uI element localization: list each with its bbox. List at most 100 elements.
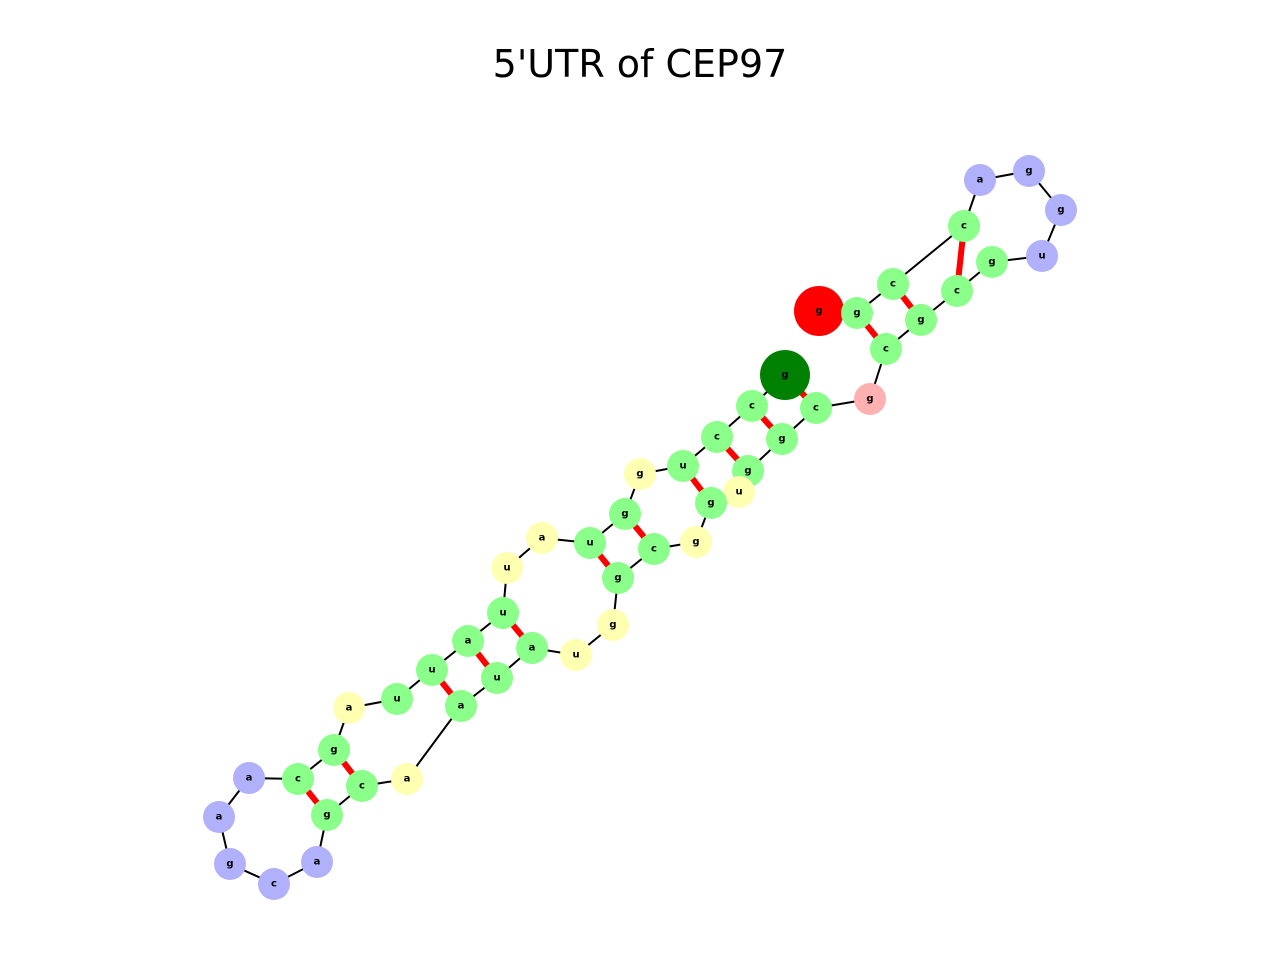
nucleotide-circle <box>905 304 937 336</box>
nucleotide-label: g <box>815 306 822 317</box>
nucleotide-label: u <box>428 665 435 676</box>
nucleotide-node: c <box>877 268 909 300</box>
nucleotide-label: a <box>465 636 472 647</box>
nucleotide-node: g <box>905 304 937 336</box>
nucleotide-circle <box>854 383 886 415</box>
nucleotide-node: g <box>1013 155 1045 187</box>
diagram-title: 5'UTR of CEP97 <box>492 42 788 86</box>
nucleotide-circle <box>311 799 343 831</box>
nucleotide-label: g <box>330 745 337 756</box>
nucleotide-circle <box>318 734 350 766</box>
nucleotide-node: g <box>609 498 641 530</box>
nucleotide-label: c <box>271 879 277 890</box>
nucleotide-circle <box>766 423 798 455</box>
nucleotide-circle <box>1013 155 1045 187</box>
nucleotide-node: c <box>258 868 290 900</box>
nucleotide-label: c <box>961 221 967 232</box>
nucleotide-circle <box>609 498 641 530</box>
nucleotide-circle <box>258 868 290 900</box>
nucleotide-circle <box>736 390 768 422</box>
nucleotide-circle <box>1026 240 1058 272</box>
nucleotide-node: c <box>800 392 832 424</box>
nucleotide-label: g <box>988 257 995 268</box>
nucleotide-label: c <box>359 781 365 792</box>
nucleotide-label: c <box>883 344 889 355</box>
nucleotide-circle <box>667 450 699 482</box>
nucleotide-node: g <box>976 246 1008 278</box>
nucleotide-node: c <box>282 763 314 795</box>
nucleotide-circle <box>964 164 996 196</box>
nucleotide-circle <box>638 533 670 565</box>
nucleotide-circle <box>941 275 973 307</box>
nucleotide-label: g <box>1025 166 1032 177</box>
nucleotide-circle <box>695 487 727 519</box>
nucleotide-circle <box>452 625 484 657</box>
nucleotide-circle <box>701 421 733 453</box>
nucleotide-node: a <box>445 690 477 722</box>
nucleotide-circle <box>794 286 844 336</box>
nucleotide-node: c <box>736 390 768 422</box>
nucleotide-label: g <box>744 466 751 477</box>
nucleotide-node: g <box>766 423 798 455</box>
nucleotide-node: g <box>760 350 810 400</box>
nucleotide-label: u <box>503 563 510 574</box>
nucleotide-label: c <box>714 432 720 443</box>
nucleotide-node: u <box>574 527 606 559</box>
nucleotide-label: a <box>458 701 465 712</box>
nucleotide-circle <box>526 522 558 554</box>
nucleotide-node: a <box>301 846 333 878</box>
nucleotide-circle <box>282 763 314 795</box>
nucleotide-label: u <box>499 608 506 619</box>
nucleotide-node: a <box>333 692 365 724</box>
nucleotide-label: g <box>1057 205 1064 216</box>
nucleotide-node: g <box>602 562 634 594</box>
nucleotide-node: c <box>701 421 733 453</box>
nucleotide-label: g <box>323 810 330 821</box>
nucleotide-node: c <box>638 533 670 565</box>
nucleotide-circle <box>416 654 448 686</box>
nucleotide-node: g <box>695 487 727 519</box>
nucleotide-node: g <box>854 383 886 415</box>
nucleotide-node: a <box>526 522 558 554</box>
nucleotide-label: u <box>393 694 400 705</box>
nucleotide-label: u <box>1038 251 1045 262</box>
nucleotide-node: a <box>452 625 484 657</box>
nucleotide-node: a <box>203 801 235 833</box>
nucleotide-circle <box>233 762 265 794</box>
nucleotide-circle <box>445 690 477 722</box>
nucleotide-label: a <box>977 175 984 186</box>
nucleotide-label: c <box>651 544 657 555</box>
nucleotide-label: a <box>346 703 353 714</box>
nucleotide-label: a <box>216 812 223 823</box>
nucleotide-circle <box>723 476 755 508</box>
nucleotide-label: u <box>679 461 686 472</box>
nucleotide-circle <box>976 246 1008 278</box>
nucleotide-circle <box>877 268 909 300</box>
nucleotide-node: u <box>381 683 413 715</box>
nucleotide-label: c <box>295 774 301 785</box>
nucleotide-node: c <box>948 210 980 242</box>
nucleotide-node: u <box>481 662 513 694</box>
nucleotide-node: u <box>491 552 523 584</box>
nucleotide-circle <box>948 210 980 242</box>
nucleotide-node: g <box>597 609 629 641</box>
nucleotide-node: u <box>560 639 592 671</box>
nucleotide-node: u <box>667 450 699 482</box>
nucleotide-label: g <box>917 315 924 326</box>
nucleotide-node: a <box>391 763 423 795</box>
nucleotide-label: g <box>609 620 616 631</box>
nucleotide-label: a <box>529 643 536 654</box>
nucleotide-circle <box>560 639 592 671</box>
nucleotide-node: g <box>841 297 873 329</box>
nucleotide-circle <box>841 297 873 329</box>
nucleotide-label: g <box>692 537 699 548</box>
nucleotide-circle <box>680 526 712 558</box>
nucleotide-node: g <box>214 848 246 880</box>
nucleotide-label: u <box>493 673 500 684</box>
nucleotide-circle <box>487 597 519 629</box>
nucleotide-circle <box>574 527 606 559</box>
nucleotide-circle <box>1045 194 1077 226</box>
nucleotide-circle <box>333 692 365 724</box>
nucleotide-label: g <box>781 370 788 381</box>
